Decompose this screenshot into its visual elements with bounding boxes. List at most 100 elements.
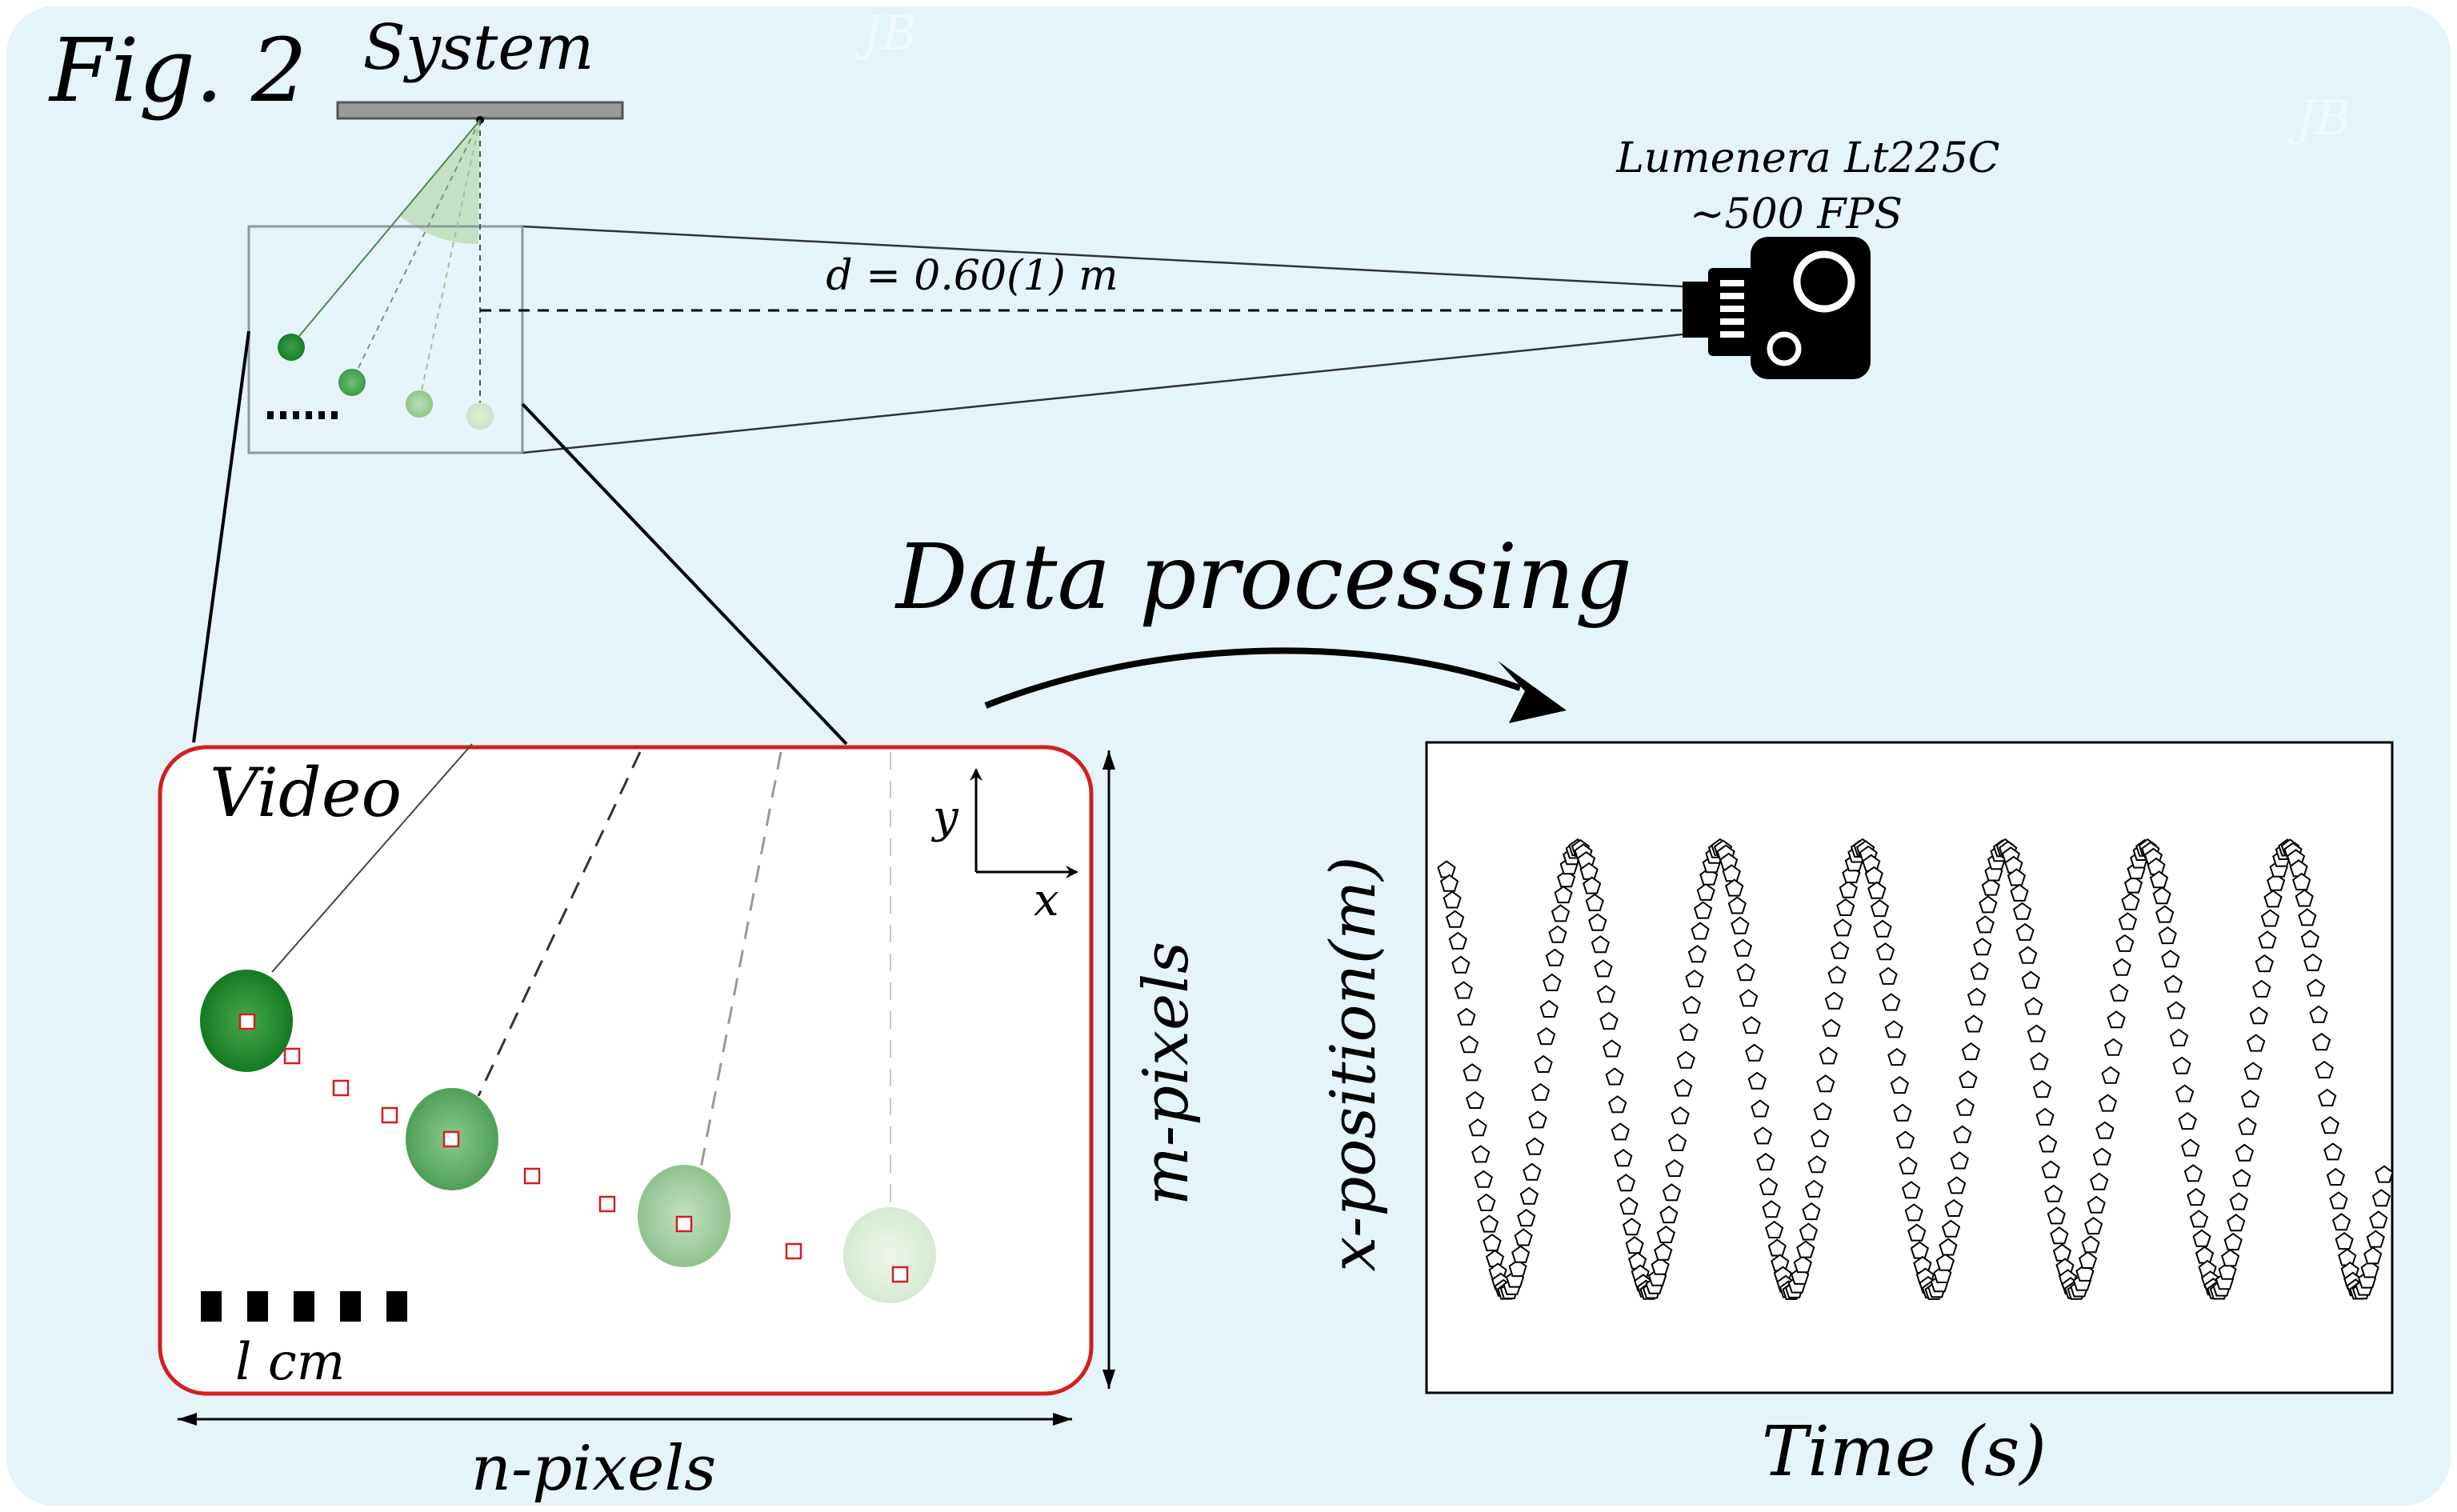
data-point bbox=[1733, 938, 1753, 957]
data-point bbox=[2366, 1230, 2385, 1248]
data-point bbox=[2175, 1084, 2195, 1102]
track-marker bbox=[891, 1266, 909, 1283]
data-point bbox=[2112, 958, 2131, 976]
data-point bbox=[1902, 1181, 1921, 1199]
watermark-top: JB bbox=[854, 6, 917, 62]
data-point bbox=[1454, 981, 1473, 999]
data-point bbox=[2178, 1111, 2197, 1130]
data-point bbox=[2092, 1147, 2111, 1166]
data-point bbox=[2084, 1216, 2103, 1235]
string-small-2 bbox=[351, 119, 481, 382]
data-point bbox=[2315, 1060, 2334, 1078]
data-point bbox=[1893, 1103, 1912, 1122]
data-point bbox=[2292, 872, 2311, 890]
data-point bbox=[2331, 1213, 2351, 1231]
data-point bbox=[2027, 1024, 2047, 1042]
data-point bbox=[1583, 876, 1602, 894]
data-point bbox=[2223, 1232, 2243, 1250]
data-point bbox=[1448, 931, 1467, 950]
data-point bbox=[1679, 1022, 1699, 1041]
camera-icon bbox=[1683, 237, 1871, 379]
data-point bbox=[1939, 1238, 1958, 1256]
data-point bbox=[1947, 1176, 1967, 1194]
data-point bbox=[1439, 874, 1459, 892]
data-point bbox=[2235, 1143, 2255, 1162]
data-point bbox=[1745, 1043, 1764, 1062]
position-chart: Time (s) x-position(m) bbox=[1318, 741, 2394, 1492]
string-video-3 bbox=[699, 751, 782, 1169]
data-point bbox=[1742, 1016, 1761, 1034]
data-point bbox=[1747, 1071, 1767, 1090]
data-point bbox=[2010, 883, 2029, 902]
process-arrow-shaft bbox=[984, 647, 1522, 709]
watermark-right: JB bbox=[2287, 90, 2351, 146]
data-point bbox=[1731, 916, 1750, 934]
data-point bbox=[1691, 922, 1710, 940]
fov-line-bottom bbox=[522, 333, 1683, 454]
data-point bbox=[2218, 1262, 2237, 1280]
data-point bbox=[1468, 1118, 1487, 1137]
data-point bbox=[1870, 898, 1890, 918]
data-point bbox=[1463, 1063, 1482, 1082]
data-point bbox=[1543, 973, 1562, 991]
data-point bbox=[1585, 893, 1604, 911]
data-point bbox=[2101, 1066, 2120, 1084]
data-point bbox=[1466, 1090, 1485, 1109]
data-point bbox=[1830, 941, 1850, 959]
data-point bbox=[1603, 1039, 1622, 1058]
data-point bbox=[2158, 926, 2177, 945]
data-point bbox=[1796, 1240, 1815, 1258]
data-point bbox=[1662, 1183, 1682, 1202]
data-point bbox=[2232, 1169, 2251, 1187]
data-point bbox=[1443, 890, 1462, 909]
data-point bbox=[1588, 913, 1607, 931]
data-point bbox=[2329, 1191, 2348, 1210]
height-label: m-pixels bbox=[1130, 942, 1202, 1206]
data-point bbox=[1537, 1026, 1556, 1046]
data-point bbox=[1479, 1214, 1499, 1233]
distance-label: d = 0.60(1) m bbox=[826, 252, 1118, 300]
data-point bbox=[2044, 1184, 2063, 1202]
data-point bbox=[1608, 1095, 1627, 1114]
data-point bbox=[1824, 991, 1844, 1010]
track-marker bbox=[442, 1130, 460, 1148]
data-point bbox=[2369, 1210, 2388, 1229]
data-point bbox=[1557, 870, 1576, 888]
data-point bbox=[1953, 1125, 1972, 1143]
data-point bbox=[1751, 1099, 1770, 1118]
data-point bbox=[1594, 959, 1613, 978]
zoom-line-left bbox=[192, 330, 250, 743]
data-point bbox=[1864, 866, 1883, 884]
track-marker bbox=[785, 1242, 802, 1260]
data-point bbox=[2183, 1164, 2203, 1182]
data-point bbox=[1619, 1197, 1639, 1215]
data-point bbox=[1551, 904, 1571, 922]
data-point bbox=[2326, 1167, 2346, 1186]
data-point bbox=[2152, 886, 2171, 905]
data-point bbox=[1528, 1110, 1547, 1129]
data-point bbox=[2090, 1172, 2109, 1190]
video-title: Video bbox=[210, 754, 402, 832]
scale-label: l cm bbox=[235, 1333, 345, 1392]
data-point bbox=[1959, 1070, 1978, 1088]
data-point bbox=[2047, 1206, 2066, 1225]
data-point bbox=[1523, 1162, 1542, 1181]
data-point bbox=[1739, 989, 1759, 1007]
scale-ruler-video bbox=[201, 1291, 407, 1322]
data-point bbox=[1899, 1156, 1918, 1174]
data-point bbox=[1833, 918, 1852, 937]
tracking-markers bbox=[238, 1013, 909, 1283]
data-point bbox=[1827, 966, 1847, 984]
fov-line-top bbox=[522, 225, 1683, 288]
track-marker bbox=[381, 1106, 398, 1124]
data-point bbox=[1836, 898, 1855, 916]
axis-y-label: y bbox=[930, 791, 959, 843]
data-point bbox=[1725, 878, 1744, 897]
camera-fps-label: ~500 FPS bbox=[1690, 190, 1903, 238]
camera-model-label: Lumenera Lt225C bbox=[1615, 134, 1999, 182]
data-point bbox=[2267, 873, 2286, 891]
data-point bbox=[2007, 868, 2027, 886]
track-marker bbox=[238, 1013, 256, 1030]
ball-small-2 bbox=[338, 369, 366, 396]
ball-small-3 bbox=[406, 390, 433, 418]
